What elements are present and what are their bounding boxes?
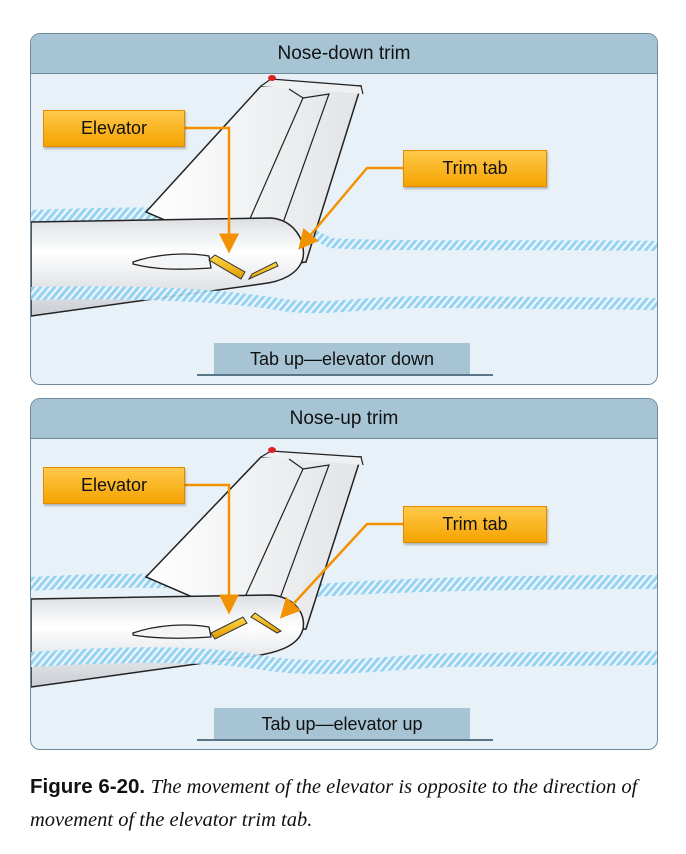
figure-label: Figure 6-20. — [30, 775, 146, 798]
tail-diagram-nose-up — [31, 447, 657, 688]
elevator-leader-line — [185, 126, 239, 254]
elevator-surface — [208, 254, 246, 280]
nose-down-trim-panel: Nose-down trim Elevator Trim tab Tab up—… — [30, 33, 658, 385]
trim-tab-leader-line — [279, 522, 403, 619]
elevator-callout: Elevator — [43, 467, 185, 504]
trim-tab-leader-line — [298, 166, 403, 250]
trim-tab-surface — [247, 261, 279, 281]
caption-underline — [197, 739, 493, 741]
trim-tab-callout: Trim tab — [403, 150, 547, 187]
figure-caption: Figure 6-20. The movement of the elevato… — [30, 771, 660, 837]
caption-underline — [197, 374, 493, 376]
figure-text: The movement of the elevator is opposite… — [30, 776, 638, 831]
panel-caption: Tab up—elevator down — [214, 343, 470, 376]
trim-tab-callout: Trim tab — [403, 506, 547, 543]
beacon-light — [268, 447, 276, 453]
beacon-light — [268, 75, 276, 81]
panel-caption: Tab up—elevator up — [214, 708, 470, 741]
fuselage — [31, 594, 305, 688]
airflow-lower — [31, 647, 657, 675]
panel-header: Nose-up trim — [31, 399, 657, 439]
elevator-surface — [210, 616, 248, 640]
horizontal-stabilizer — [132, 253, 212, 270]
elevator-leader-line — [185, 483, 239, 615]
nose-up-trim-panel: Nose-up trim Elevator Trim tab Tab up—el… — [30, 398, 658, 750]
tail-diagram-nose-down — [31, 75, 657, 317]
elevator-callout: Elevator — [43, 110, 185, 147]
horizontal-stabilizer — [132, 624, 212, 639]
panel-header: Nose-down trim — [31, 34, 657, 74]
airflow-lower — [31, 286, 657, 314]
trim-tab-surface — [250, 612, 282, 634]
airflow-upper — [31, 573, 657, 599]
